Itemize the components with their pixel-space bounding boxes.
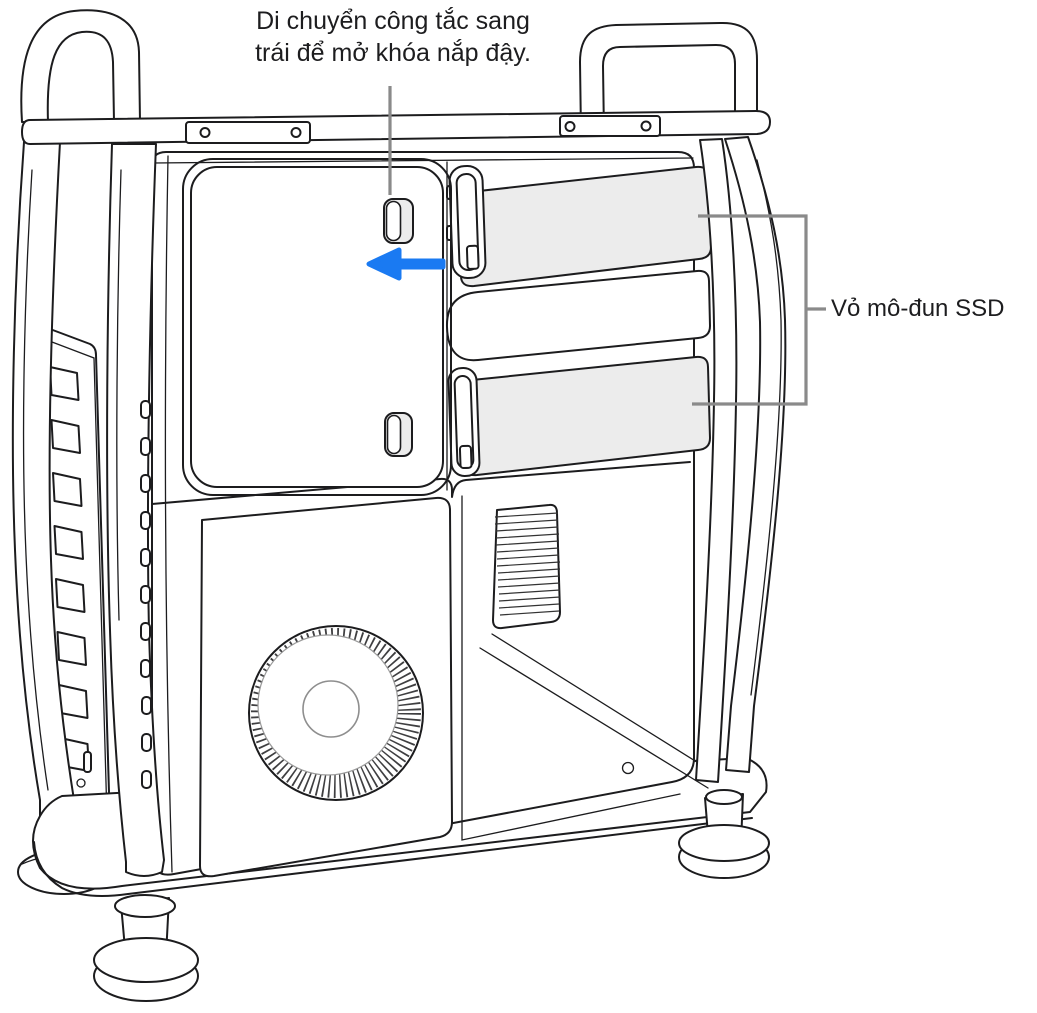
caption-line-2: trái để mở khóa nắp đậy. <box>255 39 531 67</box>
lock-switch <box>383 198 414 244</box>
foot-front-left <box>93 897 199 1002</box>
vent-grille <box>492 503 561 630</box>
ssd-callout-bracket <box>692 214 826 406</box>
side-slots <box>140 400 152 789</box>
fan <box>248 625 424 801</box>
ssd-module-top <box>446 164 712 288</box>
handle-left <box>20 9 141 123</box>
frame-leg-right <box>695 136 787 783</box>
rail-plate-right <box>559 115 661 137</box>
frame-leg-left-inner <box>106 143 176 918</box>
ssd-modules-label: Vỏ mô-đun SSD <box>831 295 1005 322</box>
ssd-module-bottom <box>447 355 711 478</box>
rail-plate-left <box>185 121 311 144</box>
interior-floor <box>479 633 717 789</box>
ssd-module-covers <box>445 164 712 478</box>
caption-line-1: Di chuyển công tắc sang <box>256 7 530 35</box>
top-rail <box>21 110 771 145</box>
foot-right <box>678 789 770 879</box>
lower-latch <box>384 412 413 457</box>
caption-unlock-instruction: Di chuyển công tắc sang trái để mở khóa … <box>255 5 531 69</box>
dimm-door <box>182 158 452 496</box>
ssd-module-middle <box>445 269 711 362</box>
left-arrow-icon <box>366 247 446 281</box>
